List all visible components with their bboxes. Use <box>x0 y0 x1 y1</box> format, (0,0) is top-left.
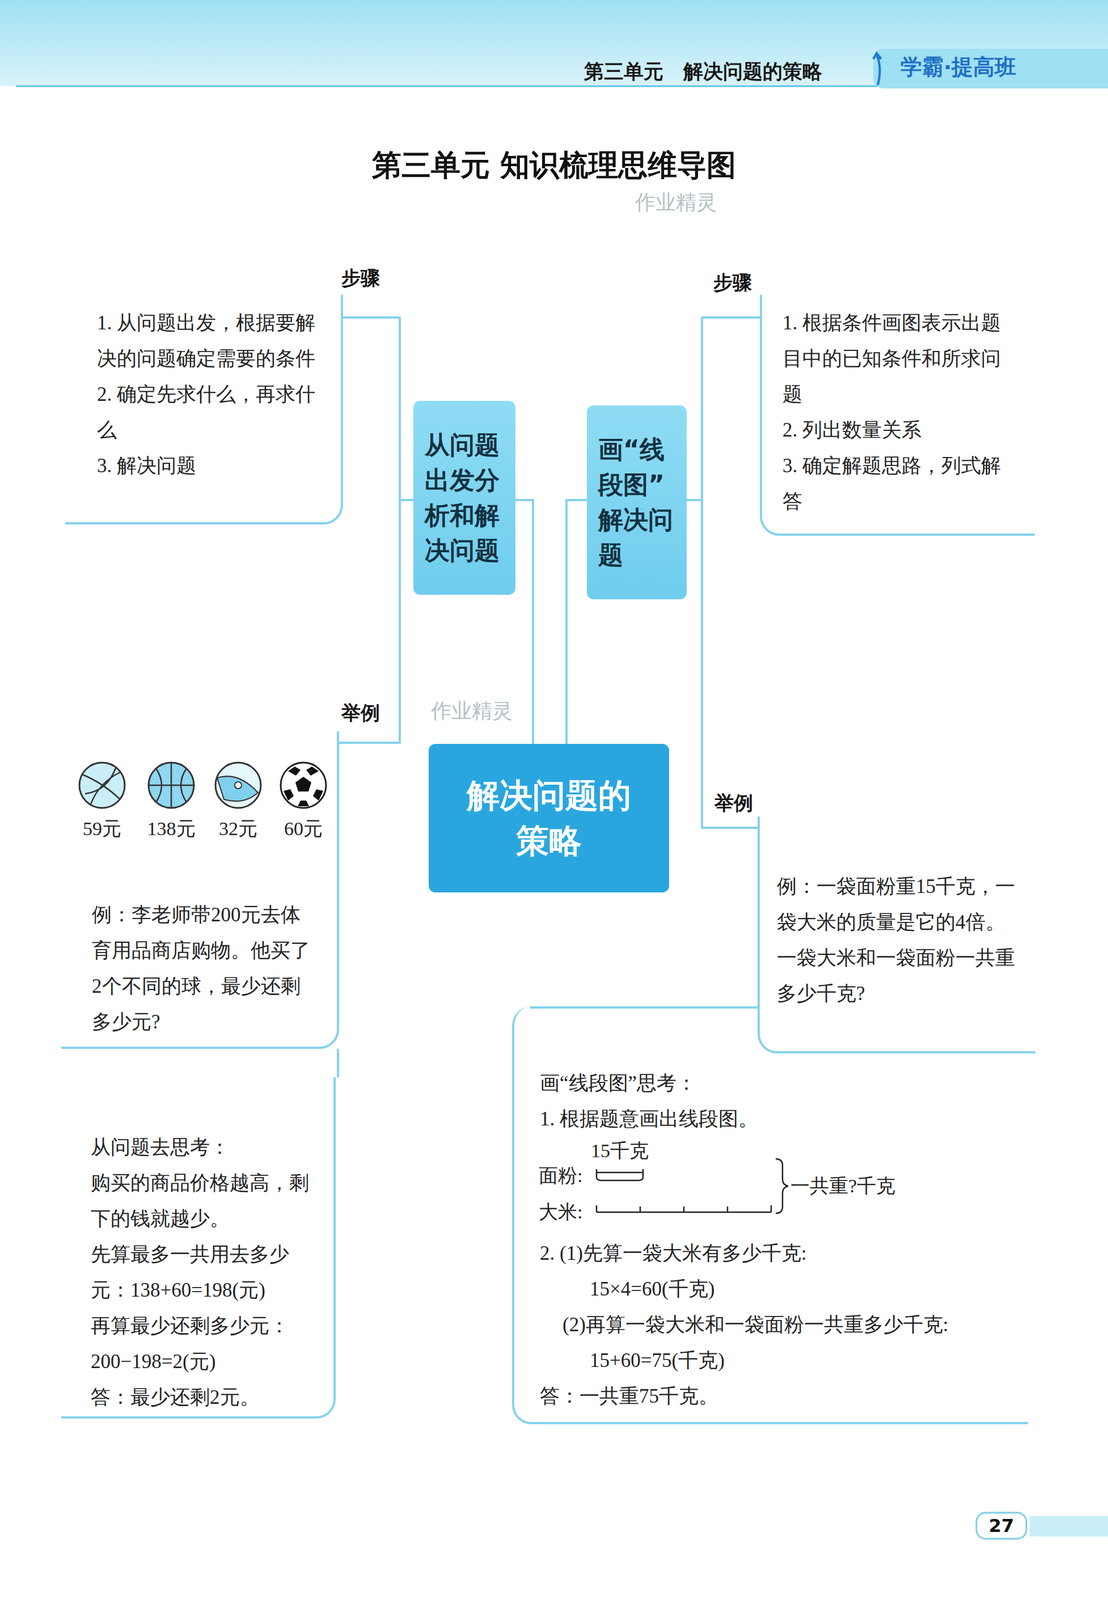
node-text: 2. (1)先算一袋大米有多少千克: <box>539 1235 1012 1272</box>
node-text: 2. 列出数量关系 <box>782 412 1018 448</box>
page-number-bar <box>1029 1516 1108 1537</box>
node-text: 答：最少还剩2元。 <box>90 1379 317 1416</box>
beach-ball <box>215 762 261 809</box>
logo-tab <box>873 48 1108 89</box>
diagram-title: 第三单元 知识梳理思维导图 <box>0 145 1108 185</box>
node-text: 15+60=75(千克) <box>539 1342 1012 1379</box>
node-text: 先算最多一共用去多少元：138+60=198(元) <box>90 1236 317 1309</box>
price-label: 138元 <box>147 816 196 842</box>
connector-line <box>530 1006 758 1009</box>
node-text: 画“线段图”解决问题 <box>598 432 676 573</box>
branch-topic-box: 从问题出发分析和解决问题 <box>413 400 516 595</box>
connector-line <box>343 317 414 501</box>
node-text: 从问题去思考： <box>90 1129 317 1166</box>
branch-topic-box: 画“线段图”解决问题 <box>586 405 687 600</box>
node-text: 2. 确定先求什么，再求什么 <box>96 376 328 448</box>
branch-heading: 举例 <box>341 700 380 726</box>
node-text: 再算最少还剩多少元：200−198=2(元) <box>90 1308 317 1380</box>
running-header: 第三单元 解决问题的策略 <box>584 58 823 84</box>
node-text: 例：一袋面粉重15千克，一袋大米的质量是它的4倍。一袋大米和一袋面粉一共重多少千… <box>776 868 1023 1012</box>
page-number-box <box>976 1512 1027 1539</box>
series-logo: 学霸·提高班 <box>900 54 1017 80</box>
segment-label: 15千克 <box>590 1138 649 1164</box>
steps-panel: 步骤1. 从问题出发，根据要解决的问题确定需要的条件2. 确定先求什么，再求什么… <box>65 294 344 525</box>
watermark: 作业精灵 <box>635 189 717 215</box>
connector-line <box>686 317 760 501</box>
node-text: 1. 从问题出发，根据要解决的问题确定需要的条件 <box>96 305 328 377</box>
segment-name: 面粉: <box>538 1163 583 1189</box>
segment-name: 大米: <box>538 1199 583 1225</box>
line-segment-diagram <box>596 1159 789 1214</box>
example-panel: 举例例：李老师带200元去体育用品商店购物。他买了2个不同的球，最少还剩多少元? <box>61 731 340 1050</box>
node-text: 从问题出发分析和解决问题 <box>424 427 505 569</box>
branch-heading: 步骤 <box>713 269 752 295</box>
node-text: 1. 根据条件画图表示出题目中的已知条件和所求问题 <box>782 305 1018 413</box>
example-panel: 举例例：一袋面粉重15千克，一袋大米的质量是它的4倍。一袋大米和一袋面粉一共重多… <box>757 816 1036 1054</box>
node-text: 答：一共重75千克。 <box>539 1378 1012 1415</box>
node-text: 画“线段图”思考： <box>539 1065 1012 1102</box>
soccer-ball <box>280 762 327 809</box>
connector-line <box>515 500 534 744</box>
central-topic-box: 解决问题的策略 <box>428 743 670 893</box>
connector-line <box>336 1049 340 1078</box>
volleyball <box>79 762 125 809</box>
solution-panel: 从问题去思考：购买的商品价格越高，剩下的钱就越少。先算最多一共用去多少元：138… <box>61 1077 336 1419</box>
connector-line <box>339 500 414 743</box>
node-text: 解决问题的策略 <box>462 772 636 864</box>
node-text: 购买的商品价格越高，剩下的钱就越少。 <box>90 1165 317 1237</box>
total-label: 一共重?千克 <box>790 1173 896 1199</box>
basketball <box>148 762 194 809</box>
connector-line <box>686 500 758 828</box>
price-label: 60元 <box>284 816 323 842</box>
branch-heading: 步骤 <box>341 265 380 291</box>
node-text: 例：李老师带200元去体育用品商店购物。他买了2个不同的球，最少还剩多少元? <box>91 897 317 1040</box>
node-text: 3. 确定解题思路，列式解答 <box>782 447 1018 520</box>
node-text: 15×4=60(千克) <box>539 1271 1012 1308</box>
price-label: 32元 <box>218 816 258 842</box>
connector-line <box>566 500 587 744</box>
node-text: (2)再算一袋大米和一袋面粉一共重多少千克: <box>539 1307 1012 1343</box>
steps-panel: 步骤1. 根据条件画图表示出题目中的已知条件和所求问题2. 列出数量关系3. 确… <box>759 294 1035 536</box>
node-text: 3. 解决问题 <box>96 447 328 484</box>
page-number: 27 <box>988 1512 1015 1539</box>
solution-panel: 画“线段图”思考：1. 根据题意画出线段图。 2. (1)先算一袋大米有多少千克:… <box>512 1006 1029 1425</box>
price-label: 59元 <box>82 816 122 842</box>
watermark: 作业精灵 <box>430 698 513 724</box>
logo-arrow <box>873 53 882 86</box>
branch-heading: 举例 <box>714 790 754 816</box>
header-band <box>0 0 1108 87</box>
node-text: 1. 根据题意画出线段图。 <box>539 1101 1012 1137</box>
